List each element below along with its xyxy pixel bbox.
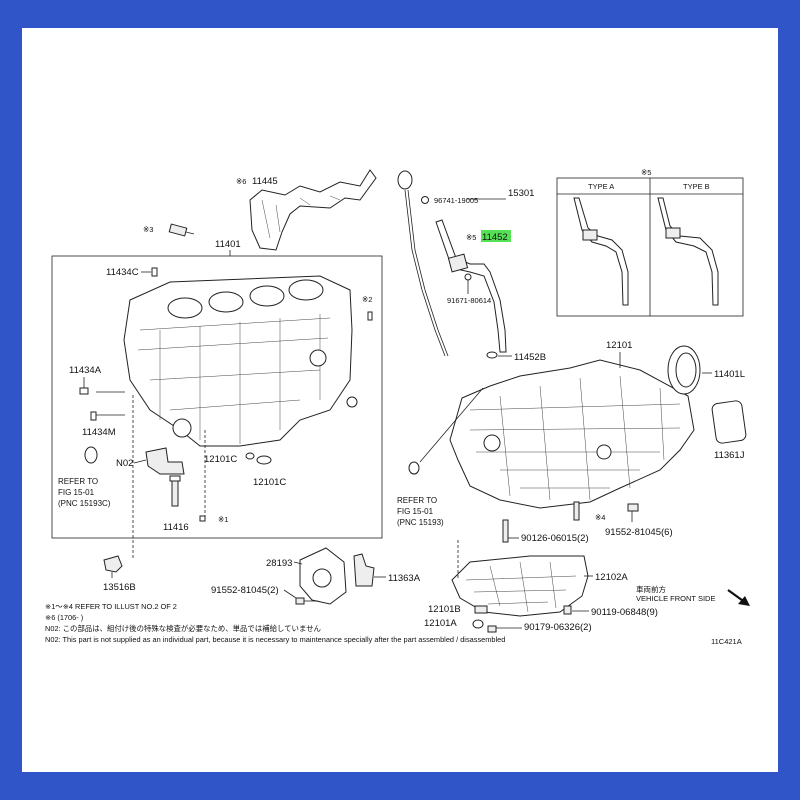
part-11445-shape: [249, 169, 377, 251]
inset-type-a: TYPE A: [588, 182, 614, 191]
bolt-11416: [169, 475, 181, 507]
footnote-3: N02: この部品は、組付け後の特殊な検査が必要なため、単品では補給していません: [45, 624, 321, 633]
parts-diagram-sheet: ※6 11445 15301 96741-19005 ※5 11452 9167…: [22, 28, 778, 772]
callout-11434C: 11434C: [106, 267, 139, 278]
callout-11401L: 11401L: [714, 369, 745, 380]
vehicle-front-jp: 車両前方: [636, 584, 666, 594]
callout-11363A: 11363A: [388, 573, 421, 584]
callout-11452-note: ※5: [466, 233, 476, 242]
callout-12101: 12101: [606, 340, 632, 351]
callout-11445: 11445: [252, 176, 278, 187]
callout-11445-note: ※6: [236, 177, 246, 186]
refer1-line2: FIG 15-01: [58, 488, 95, 497]
callout-11361J: 11361J: [714, 450, 745, 461]
highlight-11452: [481, 230, 511, 242]
part-11361J: [711, 400, 747, 444]
callout-96741-19005: 96741-19005: [434, 196, 478, 205]
refer1-line1: REFER TO: [58, 477, 98, 486]
part-13516B: [103, 555, 123, 578]
part-11401L: [667, 345, 701, 395]
callout-91671-80614: 91671-80614: [447, 296, 491, 305]
cylinder-block-group-box: [51, 255, 383, 539]
callout-12101A: 12101A: [424, 618, 457, 629]
callout-star1: ※1: [218, 515, 228, 524]
callout-12101C-a: 12101C: [204, 454, 237, 465]
part-28193: [299, 547, 347, 605]
cylinder-block-shape: [123, 275, 358, 447]
footnote-4: N02: This part is not supplied as an ind…: [45, 635, 505, 644]
refer2-line3: (PNC 15193): [397, 518, 444, 527]
inset-type-b: TYPE B: [683, 182, 710, 191]
inset-note: ※5: [641, 168, 651, 177]
callout-star4: ※4: [595, 513, 605, 522]
callout-star2: ※2: [362, 295, 372, 304]
callout-11416: 11416: [163, 522, 189, 533]
callout-11401-note: ※3: [143, 225, 153, 234]
sensor-part: [168, 223, 195, 237]
callout-90179-06326-2: 90179-06326(2): [524, 622, 592, 633]
callout-91552-81045-2: 91552-81045(2): [211, 585, 279, 596]
vehicle-front-arrow-icon: [727, 589, 750, 606]
callout-28193: 28193: [266, 558, 292, 569]
footnote-1: ※1～※4 REFER TO ILLUST NO.2 OF 2: [45, 602, 177, 611]
vehicle-front-label: VEHICLE FRONT SIDE: [636, 594, 715, 603]
callout-13516B: 13516B: [103, 582, 136, 593]
part-11363A: [353, 553, 375, 587]
footnote-2: ※6 (1706- ): [45, 613, 83, 622]
callout-11434M: 11434M: [82, 427, 116, 438]
figure-code: 11C421A: [711, 637, 742, 646]
inset-type-a-b: ※5 TYPE A TYPE B: [556, 168, 744, 317]
callout-12101B: 12101B: [428, 604, 461, 615]
oil-pan-upper-12101: [449, 359, 695, 509]
callout-11452B: 11452B: [514, 352, 546, 363]
callout-11434A: 11434A: [69, 365, 102, 376]
callout-91552-81045-6: 91552-81045(6): [605, 527, 673, 538]
callout-N02: N02: [116, 458, 133, 469]
callout-90126-06015-2: 90126-06015(2): [521, 533, 589, 544]
callout-12101C-b: 12101C: [253, 477, 286, 488]
callout-11452: 11452: [482, 232, 508, 243]
part-11452-guide: [435, 219, 507, 353]
refer1-line3: (PNC 15193C): [58, 499, 111, 508]
refer2-line1: REFER TO: [397, 496, 437, 505]
callout-90119-06848-9: 90119-06848(9): [591, 607, 658, 618]
callout-15301: 15301: [508, 188, 534, 199]
engine-block-exploded-diagram: ※6 11445 15301 96741-19005 ※5 11452 9167…: [45, 168, 750, 646]
part-15301-dipstick: [397, 170, 449, 357]
refer2-line2: FIG 15-01: [397, 507, 434, 516]
callout-11401: 11401: [215, 239, 241, 250]
bolt-91552-a: [295, 597, 318, 605]
callout-12102A: 12102A: [595, 572, 628, 583]
bearing-cap-part: [145, 447, 185, 475]
